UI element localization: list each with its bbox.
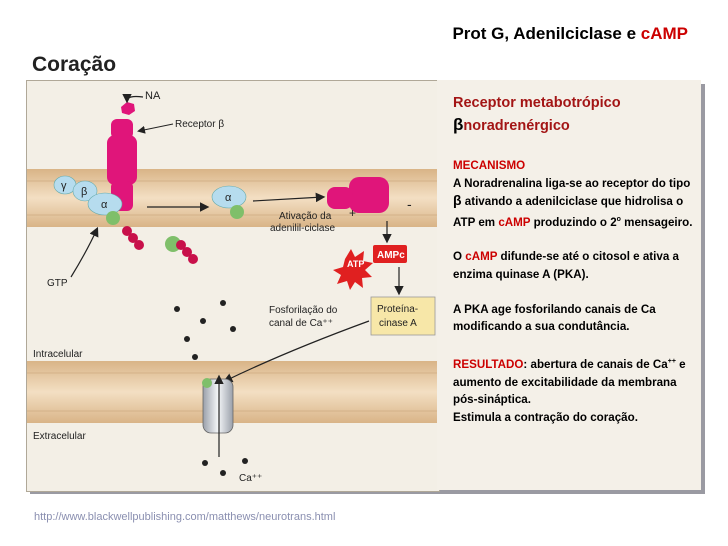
- p1-text-d: mensageiro.: [620, 215, 693, 229]
- p2-camp: cAMP: [465, 250, 498, 264]
- paragraph-1: A Noradrenalina liga-se ao receptor do t…: [453, 175, 699, 231]
- na-label: NA: [145, 90, 161, 102]
- panel-title: Receptor metabotrópico βnoradrenérgico: [453, 92, 693, 137]
- panel-body: MECANISMO A Noradrenalina liga-se ao rec…: [453, 157, 699, 426]
- pka-box: [370, 296, 436, 336]
- p1-beta: β: [453, 192, 462, 208]
- pka-label-2: cinase A: [379, 318, 417, 329]
- camp-label: AMPc: [377, 250, 405, 261]
- gtp-arrow: [70, 226, 99, 278]
- receptor-label: Receptor β: [175, 119, 224, 130]
- mecanismo-label: MECANISMO: [453, 159, 526, 172]
- minus-sign: -: [407, 196, 412, 212]
- description-panel: [437, 80, 701, 490]
- phos-label-1: Fosforilação do: [269, 305, 338, 316]
- na-ligand-icon: [121, 102, 135, 115]
- page-title: Prot G, Adenilciclase e cAMP: [452, 24, 688, 44]
- activation-label-2: adenilil-ciclase: [270, 223, 335, 234]
- p4-text-a: : abertura de canais de Ca: [523, 358, 668, 372]
- atp-burst-icon: [333, 249, 373, 290]
- panel-title-line2: βnoradrenérgico: [453, 114, 693, 137]
- signaling-figure: NA Receptor β γ β α α + - Ativação da ad…: [26, 80, 440, 492]
- panel-title-text: noradrenérgico: [463, 118, 570, 134]
- gdp-ball-1: [106, 211, 120, 225]
- pka-label-1: Proteína-: [377, 304, 418, 315]
- p1-camp: cAMP: [498, 215, 531, 229]
- alpha-label-1: α: [101, 199, 108, 211]
- panel-title-line1: Receptor metabotrópico: [453, 95, 621, 111]
- ca-label: Ca⁺⁺: [239, 473, 262, 484]
- section-heading: Coração: [32, 53, 117, 76]
- gamma-label: γ: [61, 180, 67, 192]
- calcium-ions-intracellular: [174, 300, 236, 360]
- extracellular-label: Extracelular: [33, 431, 86, 442]
- title-prefix: Prot G, Adenilciclase e: [452, 24, 641, 43]
- source-url-link[interactable]: http://www.blackwellpublishing.com/matth…: [34, 511, 336, 523]
- beta-subunit: [72, 180, 98, 202]
- p1-text-a: A Noradrenalina liga-se ao receptor do t…: [453, 176, 691, 190]
- gtp-ball-2: [230, 205, 244, 219]
- activation-label-1: Ativação da: [279, 211, 332, 222]
- camp-badge: [373, 245, 407, 263]
- alpha-subunit-2: [211, 185, 247, 209]
- p4-text-b: e aumento de excitabilidade da membrana …: [453, 358, 686, 407]
- atp-label: ATP: [347, 259, 364, 269]
- phosphate-chain-2: [176, 240, 198, 264]
- na-arrow: [122, 93, 144, 104]
- resultado-label: RESULTADO: [453, 358, 524, 372]
- paragraph-4: RESULTADO: abertura de canais de Ca++ e …: [453, 353, 699, 408]
- p1-sup: o: [616, 215, 621, 223]
- p4-sup: ++: [667, 358, 676, 366]
- paragraph-2: O cAMP difunde-se até o citosol e ativa …: [453, 248, 699, 283]
- panel-title-beta: β: [453, 115, 464, 134]
- paragraph-5: Estimula a contração do coração.: [453, 410, 638, 424]
- paragraph-3: A PKA age fosforilando canais de Ca modi…: [453, 302, 656, 334]
- p1-text-c: produzindo o 2: [530, 215, 617, 229]
- gtp-label: GTP: [47, 278, 68, 289]
- beta-label: β: [81, 186, 87, 198]
- pathway-diagram: NA Receptor β γ β α α + - Ativação da ad…: [27, 90, 439, 484]
- alpha-subunit-1: [87, 192, 123, 216]
- alpha-label-2: α: [225, 192, 232, 204]
- adenylyl-cyclase-icon: [327, 177, 389, 213]
- phos-arrow: [222, 320, 370, 383]
- calcium-ions-extracellular: [202, 458, 248, 476]
- title-highlight: cAMP: [640, 24, 688, 43]
- plus-sign: +: [349, 206, 356, 220]
- p2-text-a: O: [453, 250, 466, 264]
- p1-text-b: ativando a adenilciclase que hidrolisa o…: [453, 195, 684, 229]
- intracellular-label: Intracelular: [33, 349, 83, 360]
- phosphate-chain: [122, 226, 144, 250]
- p2-text-b: difunde-se até o citosol e ativa a enzim…: [453, 250, 679, 281]
- phos-label-2: canal de Ca⁺⁺: [269, 318, 333, 329]
